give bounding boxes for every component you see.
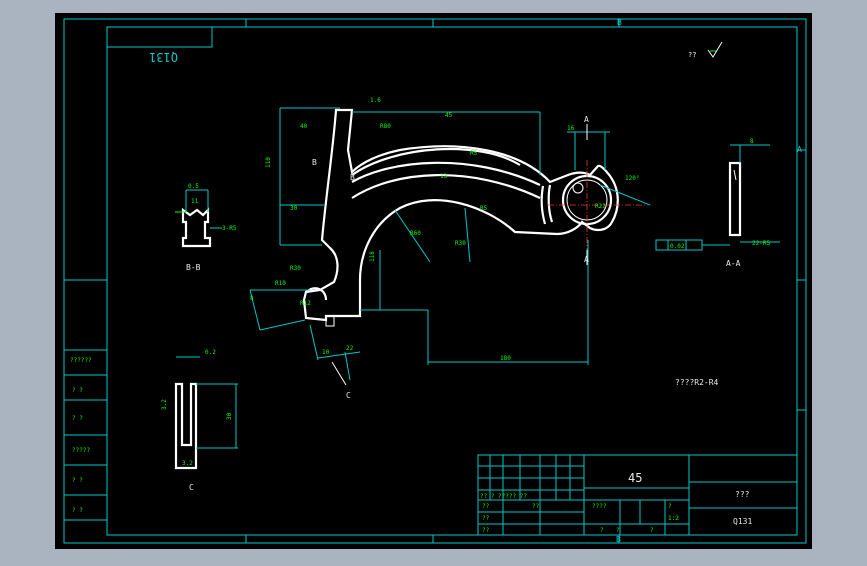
svg-text:R30: R30 [290, 265, 301, 272]
section-bb-label: B-B [186, 263, 201, 272]
dimension-lines [249, 107, 651, 381]
tb-weight: ? [600, 527, 604, 534]
c-dim-side: 30 [226, 412, 233, 420]
panel-row-1: ?????? [70, 357, 92, 364]
panel-row-3: ? ? [72, 415, 83, 422]
svg-text:R5: R5 [480, 205, 488, 212]
dim-110: 110 [265, 157, 272, 168]
title-block: ?? ? ????? ?? ?? ?? ?? ?? ???? ? 1:2 ? ?… [477, 454, 798, 536]
bb-dim-mid: 11 [191, 198, 199, 205]
tolerance-frame: 0.02 [655, 239, 730, 251]
dim-16: 16 [567, 125, 575, 132]
dimension-values: 110 45 180 118 16 30 8 10 22 40 R80 R5 1… [250, 97, 639, 362]
zone-label-top: B [617, 18, 622, 27]
callout-c: C [346, 391, 351, 400]
svg-text:8: 8 [750, 138, 754, 145]
main-part-view[interactable] [302, 108, 645, 327]
panel-row-4: ????? [72, 447, 90, 454]
section-bb-view[interactable]: 0.5 11 3-R5 B-B [175, 183, 237, 272]
dim-22: 22 [346, 345, 354, 352]
tb-scale: 1:2 [668, 515, 679, 522]
callout-b-lower: B [350, 173, 355, 182]
outer-frame [63, 18, 807, 544]
svg-text:120°: 120° [625, 175, 639, 182]
drawing-background [55, 13, 812, 549]
tb-sheet-total: ? [616, 527, 620, 534]
dim-10: 10 [322, 349, 330, 356]
svg-text:R10: R10 [275, 280, 286, 287]
tb-material: 45 [628, 471, 642, 485]
part-number-mirrored: Q131 [149, 50, 178, 64]
dim-118: 118 [369, 251, 376, 262]
svg-text:0.02: 0.02 [670, 243, 685, 250]
c-dim-ra: 3.2 [161, 399, 168, 410]
callout-b-upper: B [312, 158, 317, 167]
tb-standard: ?? [532, 503, 540, 510]
roughness-check-icon [707, 41, 723, 58]
tb-design: ?? [482, 503, 490, 510]
panel-row-2: ? ? [72, 387, 83, 394]
section-aa-view[interactable]: 8 22-R5 A-A [726, 138, 780, 268]
panel-row-5: ? ? [72, 477, 83, 484]
note-fillet: ????R2-R4 [675, 378, 719, 387]
view-c[interactable]: 0.2 3.2 30 3.2 C [161, 349, 238, 492]
callout-a-top: A [584, 115, 589, 124]
aa-dim-bottom: 22-R5 [752, 240, 770, 247]
tb-drawing-no: Q131 [733, 517, 752, 526]
zone-label-right: A [797, 145, 802, 154]
svg-text:40: 40 [300, 123, 308, 130]
zone-label-bottom: B [616, 535, 621, 544]
svg-text:R12: R12 [300, 300, 311, 307]
tb-mark-row: ?? ? ????? ?? [480, 493, 527, 500]
tb-ratio-label: ? [668, 503, 672, 510]
svg-text:13: 13 [440, 173, 448, 180]
inner-frame [106, 26, 798, 536]
dim-8: 8 [250, 295, 254, 302]
svg-text:R30: R30 [455, 240, 466, 247]
svg-text:3.2: 3.2 [182, 460, 193, 467]
left-info-panel: ?????? ? ? ? ? ????? ? ? ? ? [63, 349, 108, 521]
svg-text:R22: R22 [595, 203, 606, 210]
tb-title-name: ??? [735, 490, 750, 499]
tb-craft: ?? [482, 527, 490, 534]
svg-text:R5: R5 [470, 150, 478, 157]
dim-45: 45 [445, 112, 453, 119]
tb-sheet-no: ? [650, 527, 654, 534]
section-aa-label: A-A [726, 259, 741, 268]
dim-30: 30 [290, 205, 298, 212]
tb-review: ?? [482, 515, 490, 522]
view-c-label: C [189, 483, 194, 492]
bb-dim-top: 0.5 [188, 183, 199, 190]
svg-text:1.6: 1.6 [370, 97, 381, 104]
tb-stage: ???? [592, 503, 607, 510]
dim-180: 180 [500, 355, 511, 362]
svg-text:R60: R60 [410, 230, 421, 237]
c-dim-top: 0.2 [205, 349, 216, 356]
part-number-box [106, 26, 213, 48]
panel-row-6: ? ? [72, 507, 83, 514]
bb-dim-side: 3-R5 [222, 225, 237, 232]
svg-text:R80: R80 [380, 123, 391, 130]
roughness-label: ?? [688, 51, 696, 59]
